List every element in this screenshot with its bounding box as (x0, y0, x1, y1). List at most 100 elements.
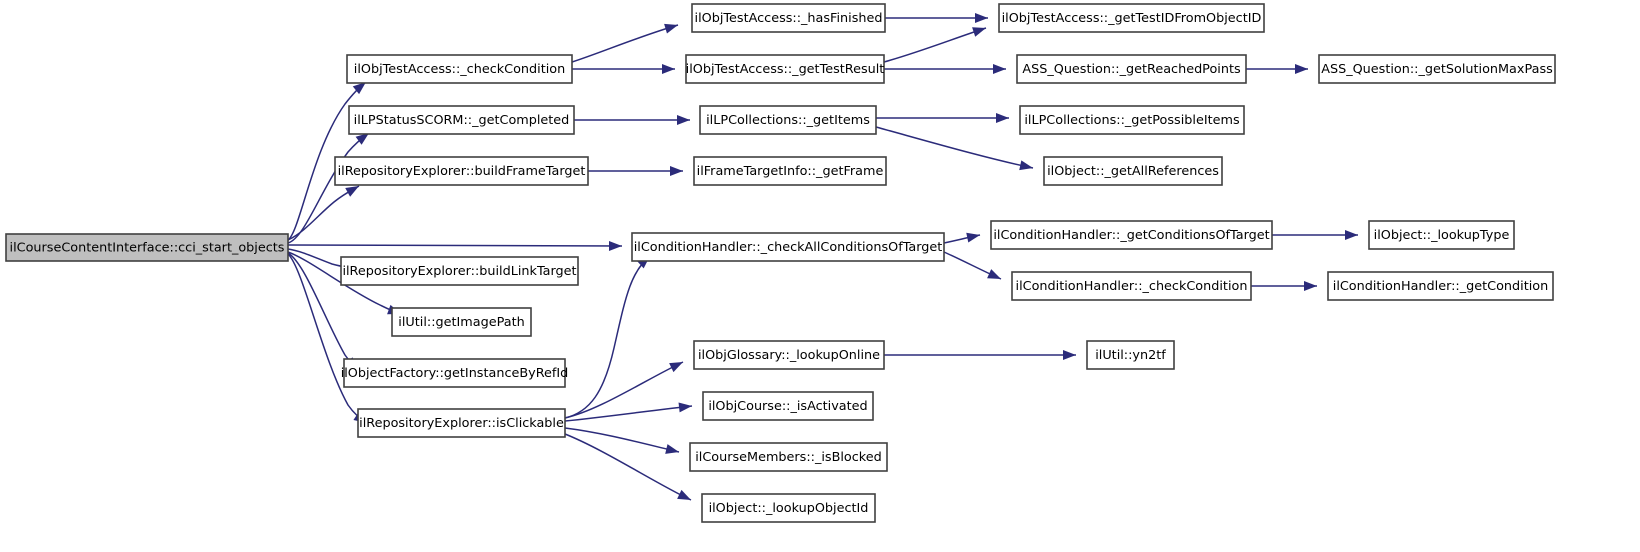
graph-node[interactable]: ASS_Question::_getReachedPoints (1016, 54, 1247, 84)
graph-node[interactable]: ilLPCollections::_getPossibleItems (1019, 105, 1245, 135)
graph-node-label: ilRepositoryExplorer::buildFrameTarget (338, 164, 586, 179)
graph-node[interactable]: ilObjTestAccess::_getTestResult (685, 54, 885, 84)
graph-node-box[interactable] (1016, 54, 1247, 84)
graph-node-box[interactable] (689, 442, 888, 472)
graph-node[interactable]: ilFrameTargetInfo::_getFrame (693, 156, 887, 186)
graph-node-box[interactable] (691, 3, 886, 33)
graph-node[interactable]: ilRepositoryExplorer::buildFrameTarget (334, 156, 589, 186)
call-edge (885, 13, 988, 23)
graph-node-box[interactable] (1043, 156, 1223, 186)
graph-node-box[interactable] (1318, 54, 1556, 84)
call-edge (287, 81, 367, 241)
call-edge (564, 433, 692, 501)
graph-node-box[interactable] (1327, 271, 1554, 301)
graph-node-label: ilFrameTargetInfo::_getFrame (697, 164, 884, 179)
call-edge (1251, 281, 1317, 291)
graph-node[interactable]: ilObjTestAccess::_getTestIDFromObjectID (998, 3, 1265, 33)
graph-node[interactable]: ilLPCollections::_getItems (699, 105, 877, 135)
arrowhead-icon (677, 115, 690, 125)
graph-node-label: ilRepositoryExplorer::isClickable (359, 416, 564, 431)
graph-node[interactable]: ilConditionHandler::_checkAllConditionsO… (631, 232, 945, 262)
graph-node[interactable]: ilCourseMembers::_isBlocked (689, 442, 888, 472)
call-edge (884, 350, 1076, 360)
graph-node-box[interactable] (1086, 340, 1175, 370)
edge-path (571, 24, 679, 63)
graph-node[interactable]: ilObject::_lookupObjectId (701, 493, 876, 523)
graph-node[interactable]: ilRepositoryExplorer::isClickable (357, 408, 566, 438)
graph-node-box[interactable] (343, 358, 566, 388)
graph-node[interactable]: ilObject::_getAllReferences (1043, 156, 1223, 186)
call-edge (287, 240, 623, 251)
graph-node-box[interactable] (693, 340, 885, 370)
graph-node[interactable]: ilObjTestAccess::_hasFinished (691, 3, 886, 33)
graph-node[interactable]: ilCourseContentInterface::cci_start_obje… (5, 233, 289, 262)
graph-node[interactable]: ilObjCourse::_isActivated (702, 391, 874, 421)
graph-node-box[interactable] (1011, 271, 1252, 301)
arrowhead-icon (669, 362, 683, 373)
graph-node[interactable]: ilLPStatusSCORM::_getCompleted (348, 105, 575, 135)
arrowhead-icon (608, 240, 622, 251)
graph-node-box[interactable] (701, 493, 876, 523)
graph-node-box[interactable] (990, 220, 1273, 250)
call-edge (571, 23, 679, 63)
call-edge (875, 126, 1034, 171)
arrowhead-icon (665, 444, 679, 454)
nodes-layer: ilCourseContentInterface::cci_start_obje… (5, 3, 1556, 523)
graph-node-box[interactable] (391, 307, 532, 337)
graph-node-label: ilCourseContentInterface::cci_start_obje… (10, 241, 285, 256)
arrowhead-icon (1304, 281, 1317, 291)
arrowhead-icon (966, 232, 980, 243)
call-edge (564, 402, 693, 422)
graph-node-box[interactable] (685, 54, 885, 84)
graph-node-label: ASS_Question::_getReachedPoints (1022, 62, 1241, 77)
arrowhead-icon (677, 489, 691, 500)
arrowhead-icon (1019, 160, 1033, 171)
graph-node[interactable]: ilObjectFactory::getInstanceByRefId (341, 358, 569, 388)
graph-node[interactable]: ilConditionHandler::_checkCondition (1011, 271, 1252, 301)
graph-node-box[interactable] (348, 105, 575, 135)
graph-node-box[interactable] (340, 256, 579, 286)
graph-node-box[interactable] (998, 3, 1265, 33)
graph-node[interactable]: ilUtil::getImagePath (391, 307, 532, 337)
graph-node-label: ilConditionHandler::_getCondition (1333, 279, 1548, 294)
graph-node[interactable]: ASS_Question::_getSolutionMaxPass (1318, 54, 1556, 84)
arrowhead-icon (1345, 230, 1358, 240)
graph-node-box[interactable] (699, 105, 877, 135)
graph-node-label: ilCourseMembers::_isBlocked (695, 450, 882, 465)
graph-node-label: ilLPStatusSCORM::_getCompleted (354, 113, 570, 128)
graph-node-box[interactable] (693, 156, 887, 186)
arrowhead-icon (987, 269, 1001, 279)
graph-node[interactable]: ilObject::_lookupType (1368, 220, 1515, 250)
graph-node-box[interactable] (702, 391, 874, 421)
arrowhead-icon (670, 166, 683, 176)
graph-node-label: ilObjTestAccess::_getTestResult (686, 62, 885, 77)
call-edge (1272, 230, 1358, 240)
call-edge (1246, 64, 1308, 74)
call-edge (943, 232, 981, 244)
call-edge (884, 64, 1006, 74)
arrowhead-icon (972, 27, 986, 37)
graph-node-box[interactable] (357, 408, 566, 438)
graph-node-root-box[interactable] (5, 233, 289, 262)
graph-node[interactable]: ilConditionHandler::_getConditionsOfTarg… (990, 220, 1273, 250)
graph-node-label: ilConditionHandler::_checkCondition (1016, 279, 1248, 294)
graph-node[interactable]: ilUtil::yn2tf (1086, 340, 1175, 370)
graph-node[interactable]: ilRepositoryExplorer::buildLinkTarget (340, 256, 579, 286)
arrowhead-icon (352, 82, 366, 95)
graph-node[interactable]: ilConditionHandler::_getCondition (1327, 271, 1554, 301)
call-edge (572, 64, 675, 74)
graph-node-box[interactable] (1368, 220, 1515, 250)
graph-node-label: ilConditionHandler::_getConditionsOfTarg… (993, 228, 1269, 243)
edge-path (287, 244, 623, 247)
graph-node-box[interactable] (334, 156, 589, 186)
graph-node[interactable]: ilObjGlossary::_lookupOnline (693, 340, 885, 370)
graph-node-box[interactable] (631, 232, 945, 262)
graph-node[interactable]: ilObjTestAccess::_checkCondition (346, 54, 573, 84)
call-edge (287, 185, 360, 241)
arrowhead-icon (664, 23, 678, 34)
graph-node-box[interactable] (1019, 105, 1245, 135)
call-edge (883, 27, 987, 63)
graph-node-box[interactable] (346, 54, 573, 84)
